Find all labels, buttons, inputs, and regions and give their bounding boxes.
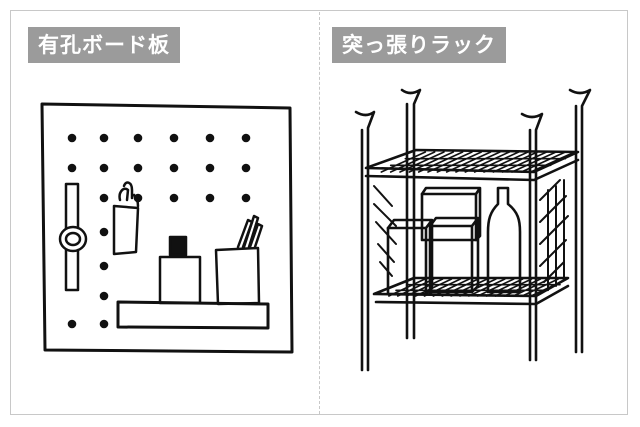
shelf-wire [521,278,560,297]
shelf-wire [501,151,548,173]
shelf-wire [483,151,529,173]
shelf-wire [436,151,483,173]
rack-bottom-shelf [372,276,570,306]
shelf-wire [520,151,567,173]
pen-cup-icon [214,214,264,306]
pegboard-hole [169,163,179,173]
bottle-icon [486,186,522,294]
pegboard-hole [169,133,179,143]
shelf-wire [396,278,435,297]
shelf-wire [473,151,520,173]
shelf-wire [512,278,551,297]
shelf-wire [408,151,455,173]
pegboard-holes [67,133,251,329]
shelf-wire [511,151,557,173]
shelf-wire [389,151,436,173]
rack-top-shelf [364,148,580,182]
hanging-stick-icon [58,182,88,292]
pegboard-illustration [40,102,294,354]
shelf-wire [459,278,497,297]
shelf-wire [380,151,427,173]
tension-rack-label: 突っ張りラック [332,27,506,63]
pegboard-hole [133,133,143,143]
shelf-wire [464,151,511,173]
container-icon [158,235,202,305]
tension-rack-illustration [354,88,592,372]
rack-side-mesh [373,179,569,291]
shelf-wire [455,151,501,173]
pegboard-hole [241,193,251,203]
shelf-wire [441,278,480,297]
pegboard-label: 有孔ボード板 [28,27,180,63]
pegboard-hole [169,193,179,203]
pegboard-hole [241,163,251,173]
shelf-wire [405,278,444,297]
pegboard-shelf [116,300,270,330]
pegboard-hole [67,133,77,143]
pegboard-hole [133,163,143,173]
shelf-wire [494,278,533,297]
pegboard-board [40,102,294,354]
shelf-wire [445,151,492,173]
shelf-wire [399,151,445,173]
pegboard-hole [99,261,109,271]
shelf-wire [529,151,576,173]
pegboard-hole [205,163,215,173]
shelf-wire [530,278,568,297]
shelf-wire [414,278,453,297]
shelf-wire [427,151,473,173]
shelf-wire [423,278,462,297]
pegboard-hole [241,133,251,143]
shelf-wire [485,278,524,297]
shelf-wire [388,278,426,297]
pegboard-hole [99,291,109,301]
pegboard-hole [67,319,77,329]
shelf-wire [503,278,542,297]
shelf-wire [476,278,515,297]
pegboard-hole [99,193,109,203]
pegboard-hole [99,133,109,143]
pegboard-hole [67,163,77,173]
hook-pouch-icon [112,181,140,256]
shelf-wire [492,151,539,173]
panel-divider [319,12,320,414]
pegboard-hole [99,319,109,329]
pegboard-hole [205,133,215,143]
pegboard-hole [205,193,215,203]
pegboard-hole [99,163,109,173]
shelf-wire [450,278,488,297]
pegboard-hole [99,227,109,237]
shelf-wire [468,278,506,297]
shelf-wire [417,151,464,173]
shelf-wire [432,278,471,297]
